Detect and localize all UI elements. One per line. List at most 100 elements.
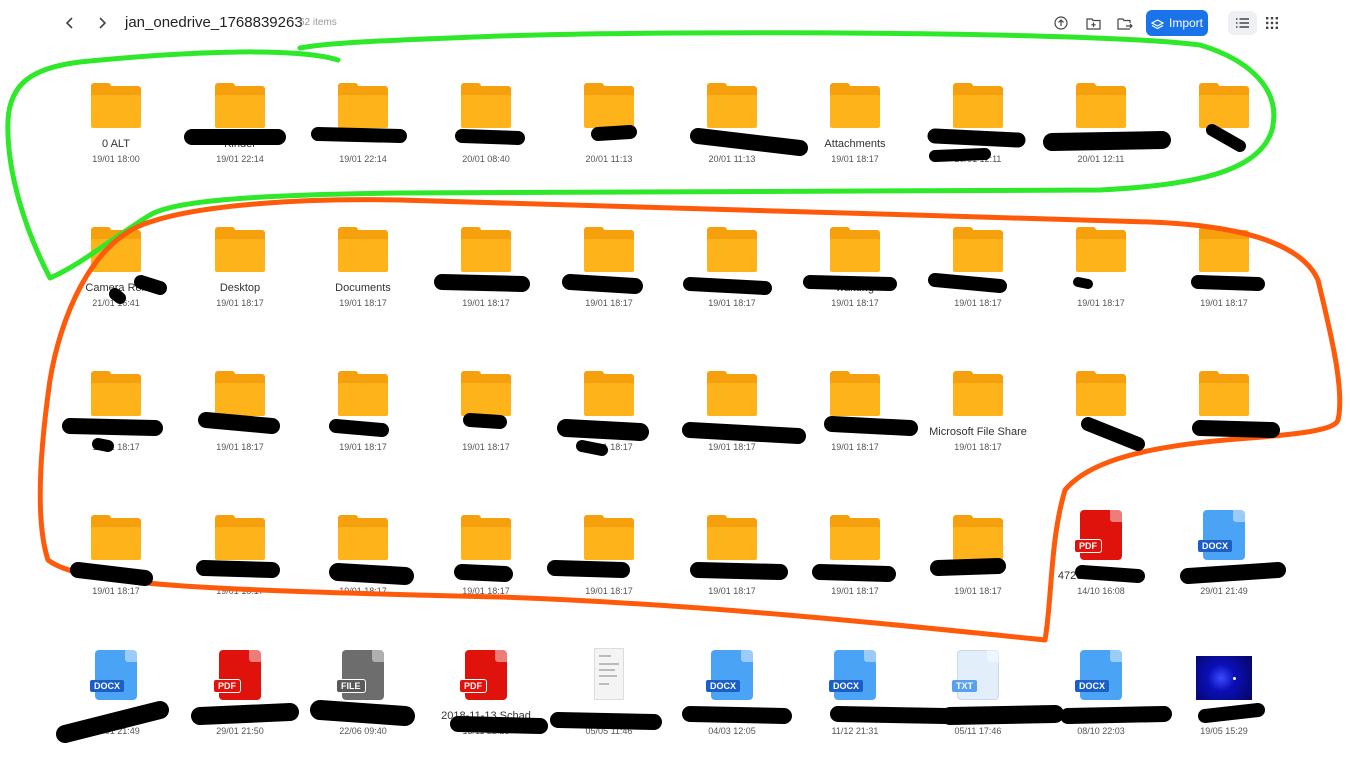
folder-item[interactable]: 20/01 11:13 <box>554 78 664 164</box>
folder-item[interactable]: 19/01 22:14 <box>308 78 418 164</box>
file-item[interactable]: DOCX 29/01 21:49 <box>1169 510 1279 596</box>
item-date: 19/01 18:17 <box>585 442 633 452</box>
move-folder-button[interactable] <box>1116 14 1134 32</box>
file-type-label: PDF <box>1075 540 1101 552</box>
folder-icon <box>950 510 1006 560</box>
folder-item[interactable]: 19/01 18:17 <box>800 366 910 452</box>
folder-icon <box>827 510 883 560</box>
folder-item[interactable]: 19/01 18:17 <box>923 510 1033 596</box>
folder-item[interactable]: 19/01 18:17 <box>61 366 171 452</box>
folder-item[interactable]: 20/01 08:40 <box>431 78 541 164</box>
file-item[interactable]: TXT 05/11 17:46 <box>923 650 1033 736</box>
folder-item[interactable]: 19/01 18:17 <box>677 510 787 596</box>
file-type-label: PDF <box>214 680 240 692</box>
item-date: 19/01 18:17 <box>954 298 1002 308</box>
folder-item[interactable]: 19/01 18:17 <box>554 510 664 596</box>
file-item[interactable]: 19/05 15:29 <box>1169 650 1279 736</box>
folder-item[interactable]: 19/01 18:17 <box>185 510 295 596</box>
file-type-label: DOCX <box>1075 680 1110 692</box>
folder-icon <box>704 510 760 560</box>
new-folder-button[interactable] <box>1084 14 1102 32</box>
folder-icon <box>212 222 268 272</box>
folder-item[interactable]: 19/01 18:17 <box>431 366 541 452</box>
folder-item[interactable]: 19/01 18:17 <box>1169 222 1279 308</box>
folder-icon <box>1196 222 1252 272</box>
folder-item[interactable]: 19/01 18:17 <box>431 510 541 596</box>
folder-icon <box>827 366 883 416</box>
item-name: opie.docx <box>1077 710 1125 722</box>
screenshot-thumbnail <box>581 648 637 700</box>
folder-item[interactable]: 19/01 18:17 <box>923 222 1033 308</box>
folder-item[interactable] <box>1169 78 1279 154</box>
file-item[interactable]: FILE 22/06 09:40 <box>308 650 418 736</box>
file-item[interactable]: PDF 29/01 21:50 <box>185 650 295 736</box>
folder-item[interactable]: 20/01 12:11 <box>1046 78 1156 164</box>
item-name <box>680 136 784 153</box>
item-name <box>557 280 661 297</box>
forward-button[interactable] <box>91 12 113 34</box>
folder-icon <box>950 222 1006 272</box>
item-name <box>434 136 538 153</box>
item-date: 22/06 09:40 <box>339 726 387 736</box>
back-button[interactable] <box>59 12 81 34</box>
item-date: 19/01 18:00 <box>92 154 140 164</box>
folder-icon <box>458 510 514 560</box>
item-name: waltung <box>836 282 874 294</box>
file-item[interactable]: DOCX 29/01 21:49 <box>61 650 171 736</box>
docx-file-icon: DOCX <box>88 650 144 700</box>
folder-item[interactable]: 20/01 12:11 <box>923 78 1033 164</box>
folder-icon <box>950 366 1006 416</box>
folder-item[interactable]: 19/01 18:17 <box>1046 222 1156 308</box>
folder-item[interactable]: 19/01 18:17 <box>308 510 418 596</box>
folder-item[interactable]: waltung 19/01 18:17 <box>800 222 910 308</box>
item-name <box>1049 424 1153 441</box>
item-date: 19/01 18:17 <box>92 586 140 596</box>
folder-icon <box>212 510 268 560</box>
grid-view-button[interactable] <box>1257 11 1286 35</box>
file-item[interactable]: 05/05 11:46 <box>554 648 664 736</box>
upload-button[interactable] <box>1052 14 1070 32</box>
folder-icon <box>458 222 514 272</box>
folder-icon <box>827 222 883 272</box>
folder-item[interactable]: 20/01 11:13 <box>677 78 787 164</box>
folder-icon <box>212 366 268 416</box>
folder-item[interactable]: 19/01 18:17 <box>554 222 664 308</box>
folder-item[interactable] <box>1169 366 1279 442</box>
item-name <box>926 708 1030 725</box>
item-date: 19/01 18:17 <box>954 586 1002 596</box>
folder-item[interactable]: 19/01 18:17 <box>185 366 295 452</box>
folder-item[interactable]: 19/01 18:17 <box>61 510 171 596</box>
folder-item[interactable]: 19/01 18:17 <box>677 366 787 452</box>
item-name: 4728-ab46-34fc... <box>1057 570 1145 582</box>
item-name <box>188 424 292 441</box>
folder-icon <box>335 78 391 128</box>
folder-item[interactable]: 19/01 18:17 <box>308 366 418 452</box>
item-date: 19/01 18:17 <box>831 298 879 308</box>
txt-file-icon: TXT <box>950 650 1006 700</box>
folder-item[interactable] <box>1046 366 1156 442</box>
folder-icon <box>1073 78 1129 128</box>
folder-item[interactable]: 19/01 18:17 <box>800 510 910 596</box>
file-item[interactable]: DOCX 04/03 12:05 <box>677 650 787 736</box>
folder-item[interactable]: 19/01 18:17 <box>431 222 541 308</box>
item-date: 20/01 11:13 <box>708 154 756 164</box>
item-name <box>1049 136 1153 153</box>
folder-item[interactable]: 19/01 18:17 <box>554 366 664 452</box>
folder-icon <box>88 510 144 560</box>
file-item[interactable]: DOCX 11/12 21:31 <box>800 650 910 736</box>
folder-icon <box>1073 366 1129 416</box>
folder-icon <box>704 366 760 416</box>
item-date: 29/01 21:49 <box>92 726 140 736</box>
